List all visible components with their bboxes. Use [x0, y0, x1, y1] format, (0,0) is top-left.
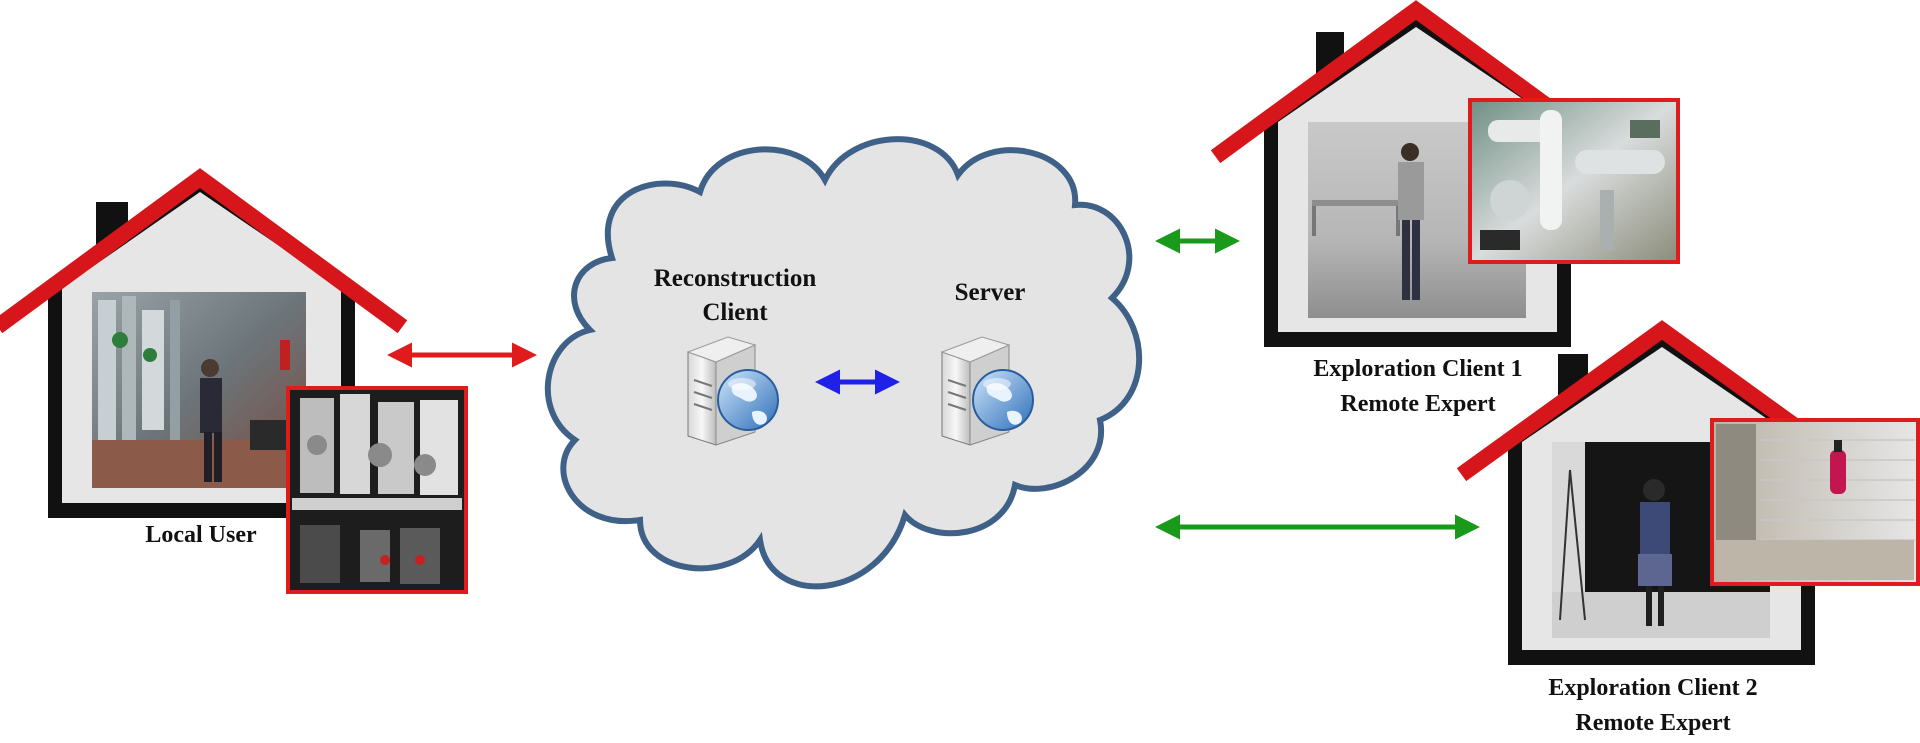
globe-icon: [717, 369, 779, 431]
exploration-client-1-label-line2: Remote Expert: [1340, 391, 1496, 417]
local-user-label: Local User: [145, 522, 257, 548]
server-label: Server: [954, 279, 1026, 306]
exploration-client-2-label-line2: Remote Expert: [1575, 710, 1731, 736]
local-depth-image: [286, 386, 468, 594]
local-user-house: [0, 168, 408, 518]
house-roof: [0, 168, 408, 334]
globe-icon: [972, 369, 1034, 431]
exploration-client-1-label: Exploration Client 1 Remote Expert: [1270, 352, 1566, 422]
cloud: [544, 136, 1142, 590]
exploration-client-2-label-line1: Exploration Client 2: [1548, 675, 1758, 701]
exploration-client-1-label-line1: Exploration Client 1: [1313, 356, 1523, 382]
reconstruction-client-label: Reconstruction Client: [620, 262, 850, 330]
reconstruction-client-label-line2: Client: [702, 299, 768, 326]
exploration-client-2-label: Exploration Client 2 Remote Expert: [1505, 671, 1801, 741]
reconstruction-client-label-line1: Reconstruction: [653, 265, 817, 292]
exploration-client-1-vr-view: [1468, 98, 1680, 264]
local-user-photo: [92, 292, 306, 488]
exploration-client-2-photo: [1552, 442, 1770, 638]
exploration-client-2-vr-view: [1710, 418, 1920, 586]
